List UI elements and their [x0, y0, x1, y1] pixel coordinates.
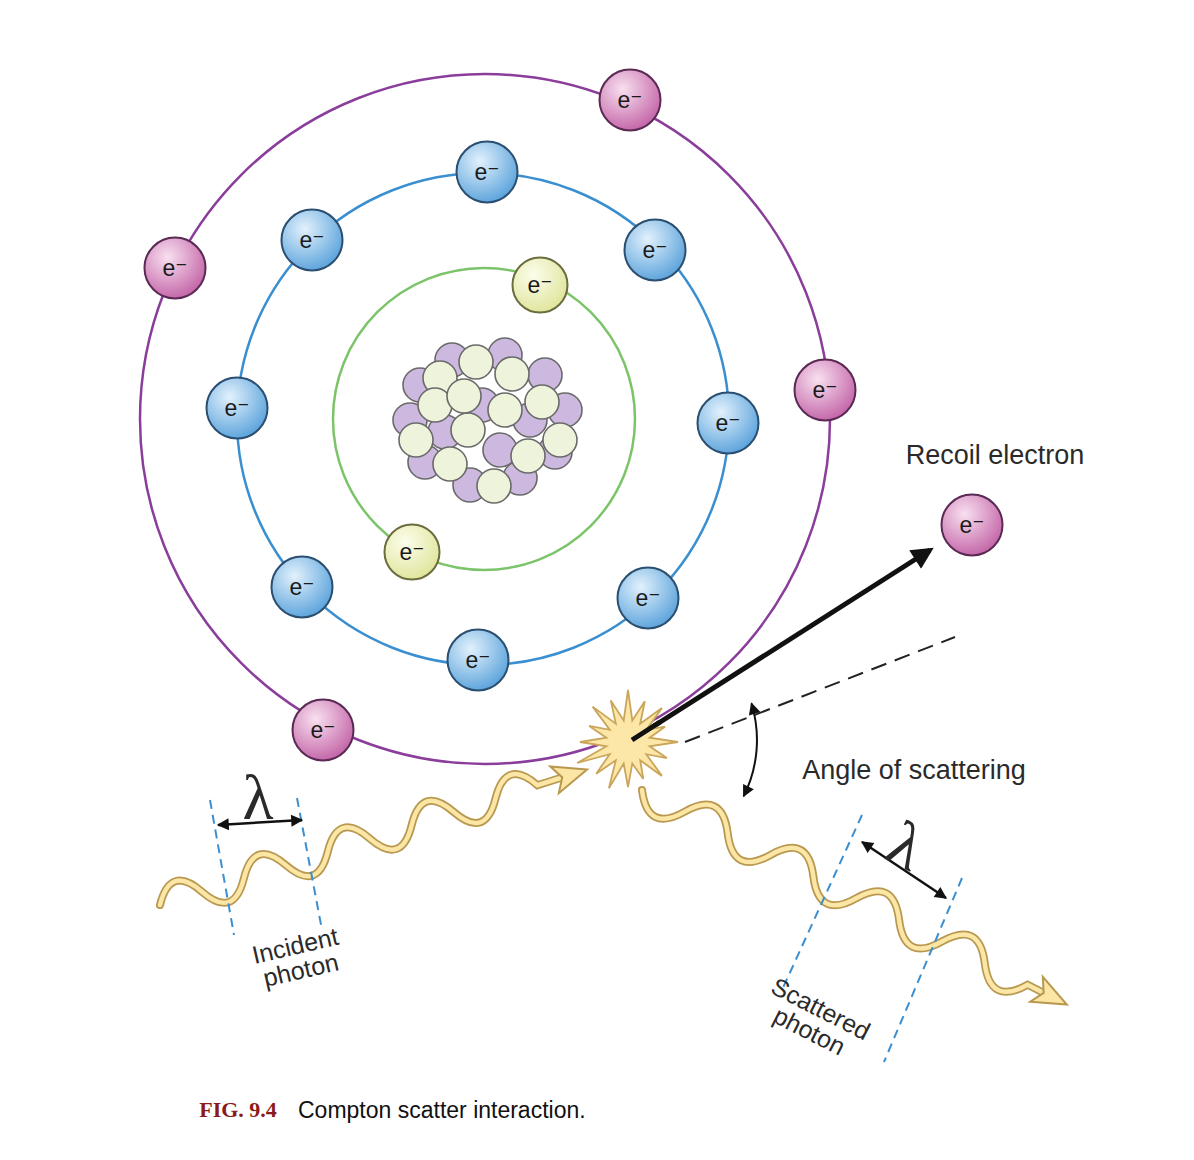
- proton: [447, 379, 481, 413]
- photon-fill: [634, 774, 1050, 1008]
- middle-shell: [237, 173, 729, 665]
- electron: e⁻: [280, 208, 344, 272]
- scattered-photon-wave: [634, 774, 1075, 1021]
- electron: e⁻: [455, 140, 519, 204]
- node-heading: Recoil electron: [906, 440, 1085, 471]
- electron-symbol: e⁻: [940, 493, 1004, 557]
- electron-symbol: e⁻: [616, 566, 680, 630]
- inner-shell: [333, 268, 635, 570]
- electron-symbol: e⁻: [623, 218, 687, 282]
- proton: [477, 469, 511, 503]
- electron: e⁻: [383, 523, 441, 581]
- electron-symbol: e⁻: [205, 376, 269, 440]
- proton: [399, 423, 433, 457]
- photon-outline: [634, 774, 1050, 1008]
- electron-symbol: e⁻: [383, 523, 441, 581]
- angle-arc: [744, 704, 757, 797]
- proton: [433, 447, 467, 481]
- electron: e⁻: [511, 256, 569, 314]
- electron: e⁻: [793, 358, 857, 422]
- electron-symbol: e⁻: [793, 358, 857, 422]
- electron-symbol: e⁻: [455, 140, 519, 204]
- photon-arrow-head: [1030, 977, 1073, 1017]
- recoil-electron: Recoil electrone⁻: [940, 493, 1004, 557]
- electron-symbol: e⁻: [446, 628, 510, 692]
- electron: e⁻: [696, 391, 760, 455]
- wavelength-guide: [210, 800, 234, 935]
- electron-symbol: e⁻: [511, 256, 569, 314]
- recoil-arrow-start: [632, 722, 660, 740]
- electron: e⁻: [291, 698, 355, 762]
- electron-symbol: e⁻: [143, 236, 207, 300]
- electron-symbol: e⁻: [291, 698, 355, 762]
- electron: e⁻: [623, 218, 687, 282]
- electron: e⁻: [205, 376, 269, 440]
- wavelength-guide: [884, 878, 962, 1062]
- electron-symbol: e⁻: [280, 208, 344, 272]
- wavelength-guide: [297, 798, 322, 930]
- reference-line: [685, 637, 955, 742]
- recoil-arrow: [632, 550, 930, 740]
- outer-shell: [140, 74, 830, 764]
- photon-label: Scattered photon: [746, 968, 885, 1072]
- wavelength-symbol: λ: [242, 766, 273, 830]
- electron: e⁻: [598, 68, 662, 132]
- electron: e⁻: [616, 566, 680, 630]
- nucleus: [393, 338, 582, 503]
- electron-symbol: e⁻: [270, 555, 334, 619]
- proton: [451, 413, 485, 447]
- figure-caption: Compton scatter interaction.: [298, 1097, 586, 1124]
- electron: e⁻: [446, 628, 510, 692]
- electron-symbol: e⁻: [598, 68, 662, 132]
- wavelength-guide: [782, 815, 862, 990]
- interaction-burst: [577, 690, 678, 788]
- electron-symbol: e⁻: [696, 391, 760, 455]
- angle-label: Angle of scattering: [802, 757, 1026, 784]
- electron: e⁻: [270, 555, 334, 619]
- proton: [488, 393, 522, 427]
- photon-fill: [155, 761, 566, 922]
- proton: [495, 357, 529, 391]
- photon-outline: [155, 761, 566, 922]
- proton: [543, 423, 577, 457]
- proton: [459, 345, 493, 379]
- figure-number: FIG. 9.4: [199, 1099, 277, 1121]
- proton: [511, 439, 545, 473]
- wavelength-symbol: λ: [878, 810, 935, 881]
- electron: e⁻: [143, 236, 207, 300]
- photon-label: Incident photon: [234, 920, 362, 996]
- incident-photon-wave: [155, 752, 593, 922]
- proton: [525, 385, 559, 419]
